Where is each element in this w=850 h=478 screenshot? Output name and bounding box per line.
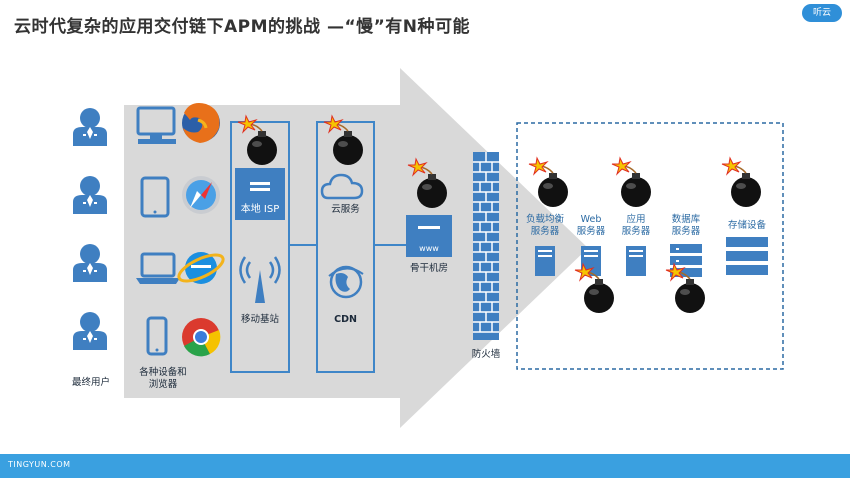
web-label-line2: 服务器: [576, 226, 606, 237]
lb-label-line1: 负载均衡: [525, 214, 564, 225]
cdn-label: CDN: [334, 314, 357, 325]
app-server-label: 应用 服务器: [615, 214, 657, 238]
user-icon: [73, 244, 107, 282]
isp-box: [230, 121, 290, 373]
devices-label-line2: 浏览器: [148, 379, 178, 390]
devices-label: 各种设备和 浏览器: [132, 367, 194, 391]
datacenter-box: [516, 122, 784, 370]
lb-label-line2: 服务器: [530, 226, 560, 237]
delivery-arrow: [124, 68, 588, 428]
web-label-line1: Web: [580, 214, 602, 225]
db-label-line2: 服务器: [671, 226, 701, 237]
antenna-icon: [239, 256, 281, 303]
desktop-icon: [136, 106, 176, 144]
globe-icon: [328, 265, 364, 299]
devices-label-line1: 各种设备和: [139, 367, 187, 378]
firewall-icon: [473, 152, 499, 340]
bomb-icon: [611, 157, 652, 208]
app-server-icon: [626, 246, 646, 276]
user-icon: [73, 108, 107, 146]
www-label: www: [419, 244, 439, 253]
db-server-label: 数据库 服务器: [662, 214, 710, 238]
laptop-icon: [136, 252, 180, 284]
user-icon: [73, 176, 107, 214]
footer-url: TINGYUN.COM: [8, 460, 71, 469]
bomb-icon: [721, 157, 762, 208]
firefox-icon: [182, 103, 220, 143]
safari-icon: [182, 176, 220, 214]
lb-server-label: 负载均衡 服务器: [522, 214, 568, 238]
cloud-cdn-box: [316, 121, 375, 373]
backbone-tile: [406, 215, 452, 257]
lb-server-icon: [535, 246, 555, 276]
local-isp-label: 本地 ISP: [240, 204, 280, 215]
storage-label: 存储设备: [727, 220, 766, 231]
web-server-label: Web 服务器: [570, 214, 612, 238]
db-label-line1: 数据库: [671, 214, 701, 225]
firewall-label: 防火墙: [471, 349, 501, 360]
footer-bar: TINGYUN.COM: [0, 454, 850, 478]
mobile-station-label: 移动基站: [240, 314, 279, 325]
page-title: 云时代复杂的应用交付链下APM的挑战 —“慢”有N种可能: [14, 17, 471, 37]
cloud-service-label: 云服务: [331, 204, 360, 215]
backbone-label: 骨干机房: [409, 263, 448, 274]
storage-icon: [726, 237, 768, 275]
tablet-icon: [140, 176, 170, 218]
ie-icon: [177, 252, 225, 284]
end-user-label: 最终用户: [71, 377, 110, 388]
app-label-line2: 服务器: [621, 226, 651, 237]
phone-icon: [146, 316, 168, 356]
user-icon: [73, 312, 107, 350]
chrome-icon: [182, 318, 221, 357]
cloud-icon: [320, 173, 364, 200]
local-isp-tile: [235, 168, 285, 220]
brand-logo: 听云: [802, 4, 842, 22]
app-label-line1: 应用: [626, 214, 646, 225]
